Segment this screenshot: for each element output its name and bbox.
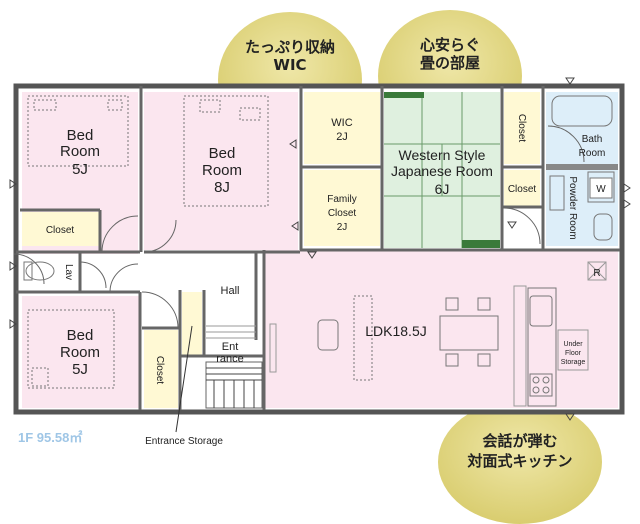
window-markers (9, 77, 631, 421)
room-bath-partition (546, 164, 618, 170)
entrance-storage-label: Entrance Storage (145, 436, 223, 447)
ldk-label: LDK18.5J (365, 323, 426, 339)
room-closet-d (144, 330, 178, 408)
room-entrance-storage (182, 292, 202, 356)
room-closet-c (504, 170, 540, 206)
bubble-kitchen-line1: 会話が弾む (482, 432, 557, 450)
western-label-1: Western Style (399, 147, 486, 163)
western-label-3: 6J (435, 181, 450, 197)
closet-a-label: Closet (46, 225, 75, 236)
room-wic (304, 92, 380, 164)
floor-area-label: 1F 95.58㎡ (18, 430, 82, 445)
wic-label-1: WIC (331, 117, 352, 129)
room-bed3 (22, 296, 140, 408)
bubble-kitchen (438, 400, 602, 524)
bed-furniture (27, 95, 269, 389)
bed1-label-1: Bed (67, 127, 94, 144)
ldk-furniture (269, 261, 607, 407)
bed3-label-2: Room (60, 344, 100, 361)
w-mark: W (596, 184, 606, 195)
tatami-grid (384, 92, 500, 248)
powder-label: Powder Room (567, 176, 578, 239)
closet-d-label: Closet (154, 356, 165, 385)
bubble-storage-line1: たっぷり収納 (245, 38, 335, 56)
bed2-label-3: 8J (214, 179, 230, 196)
western-label-2: Japanese Room (391, 163, 493, 179)
room-ldk (264, 250, 618, 408)
bath-label-1: Bath (582, 134, 603, 145)
room-bed2 (144, 92, 298, 250)
under-floor-label-1: Under (563, 341, 583, 348)
wic-label-2: 2J (336, 131, 348, 143)
bed3-label-1: Bed (67, 327, 94, 344)
bath-fixtures (23, 95, 615, 281)
bath-label-2: Room (579, 148, 606, 159)
family-closet-label-2: Closet (328, 208, 357, 219)
bed1-label-2: Room (60, 143, 100, 160)
bed2-label-2: Room (202, 162, 242, 179)
entrance-label-2: rance (216, 353, 244, 365)
hall-label: Hall (221, 285, 240, 297)
family-closet-label-1: Family (327, 194, 356, 205)
walls (13, 83, 625, 415)
entrance-label-1: Ent (222, 341, 239, 353)
closet-c-label: Closet (508, 184, 537, 195)
entrance-steps (205, 325, 263, 409)
bed2-label-1: Bed (209, 145, 236, 162)
under-floor-label-3: Storage (561, 359, 586, 366)
inner-walls (16, 86, 620, 410)
bubble-kitchen-line2: 対面式キッチン (466, 452, 572, 470)
bubble-storage-line2: WIC (273, 56, 306, 74)
under-floor-label-2: Floor (565, 350, 582, 357)
room-bath (546, 92, 618, 164)
bubble-tatami-line2: 畳の部屋 (420, 54, 480, 72)
closet-b-label: Closet (516, 114, 527, 143)
family-closet-label-3: 2J (337, 222, 348, 233)
lav-label: Lav (63, 264, 74, 280)
room-family-closet (304, 170, 380, 246)
bubble-tatami-line1: 心安らぐ (420, 36, 480, 54)
entrance-storage-leader (175, 325, 193, 433)
w-mark-box (589, 177, 613, 199)
bed3-label-3: 5J (72, 361, 88, 378)
room-closet-a (22, 212, 100, 246)
bed1-label-3: 5J (72, 161, 88, 178)
r-mark: R (593, 268, 600, 279)
room-closet-b (504, 92, 540, 164)
